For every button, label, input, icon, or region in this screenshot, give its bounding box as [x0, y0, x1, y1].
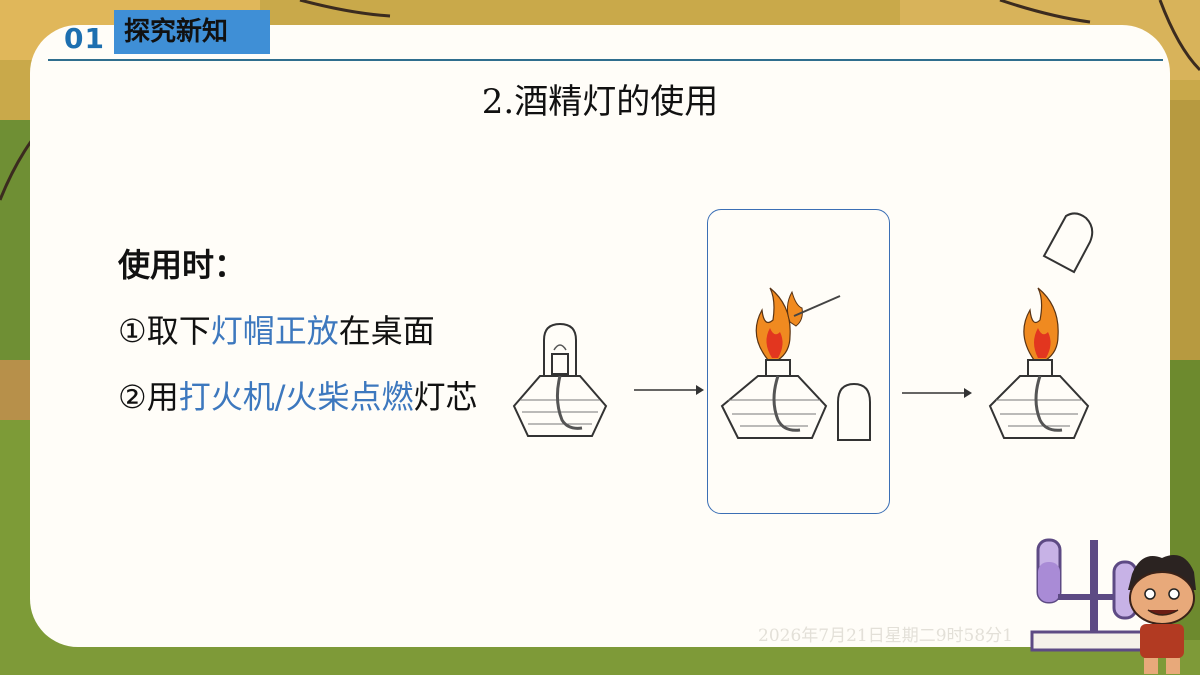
step2-suffix: 灯芯: [413, 378, 478, 416]
right-arrow-icon: [902, 388, 972, 398]
cartoon-mascot-icon: [1128, 555, 1196, 674]
section-number: 01: [64, 22, 105, 55]
section-title: 探究新知: [114, 10, 270, 54]
right-arrow-icon: [634, 385, 704, 395]
lamp-cap-icon: [837, 382, 871, 441]
instruction-text: 使用时： ①取下灯帽正放在桌面 ②用打火机/火柴点燃灯芯: [118, 232, 488, 430]
timestamp-watermark: 2026年7月21日星期二9时58分1: [758, 626, 1013, 646]
alcohol-lamp-lighting-icon: [720, 287, 841, 439]
step2-prefix: ②用: [118, 378, 179, 416]
instruction-step-1: ①取下灯帽正放在桌面: [118, 298, 488, 364]
header-divider: [48, 59, 1163, 61]
alcohol-lamp-lit-icon: [988, 287, 1090, 439]
lighting-step-frame: [707, 209, 890, 514]
step1-highlight: 灯帽正放: [210, 312, 339, 350]
instruction-heading: 使用时：: [118, 246, 247, 284]
step1-prefix: ①取下: [118, 312, 211, 350]
alcohol-lamp-capped-icon: [512, 322, 608, 437]
step1-suffix: 在桌面: [338, 312, 435, 350]
lamp-cap-icon: [1042, 212, 1094, 274]
slide-title: 2.酒精灯的使用: [481, 82, 719, 122]
step2-highlight: 打火机/火柴点燃: [178, 378, 414, 416]
content-card: [30, 25, 1170, 647]
instruction-step-2: ②用打火机/火柴点燃灯芯: [118, 364, 488, 430]
